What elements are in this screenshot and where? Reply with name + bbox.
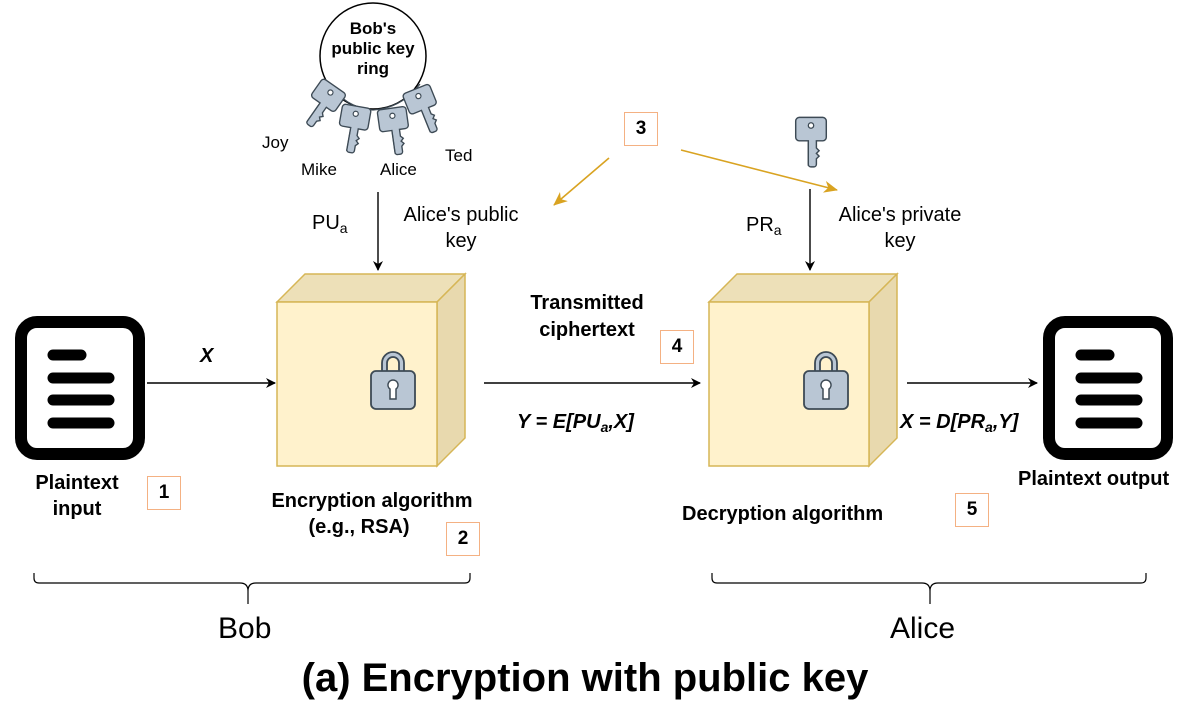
public-key-symbol-text: PU: [312, 212, 340, 234]
decryption-formula-post: ,Y]: [992, 411, 1019, 433]
key-label-joy: Joy: [262, 133, 289, 152]
encryption-algorithm-label: Encryption algorithm (e.g., RSA): [242, 488, 502, 540]
decryption-algorithm-label: Decryption algorithm: [682, 503, 884, 525]
bob-brace: [33, 573, 471, 604]
decryption-algorithm-box: [707, 272, 899, 468]
input-arrow-label: X: [200, 345, 214, 367]
private-key-icon: [794, 116, 828, 168]
annotation-arrow-private: [680, 149, 838, 193]
private-key-subscript: a: [773, 222, 782, 239]
encryption-algorithm-box: [275, 272, 467, 468]
step-badge-3: 3: [624, 112, 658, 146]
public-key-label-line1: Alice's public: [403, 204, 519, 226]
private-key-label: Alice's private key: [822, 202, 978, 254]
key-ring: [295, 2, 448, 158]
key-ring-label: Bob's public key ring: [323, 19, 423, 79]
plaintext-input-document-icon: [21, 322, 139, 454]
transmitted-ciphertext-label: Transmitted ciphertext: [512, 290, 662, 344]
encryption-formula: Y = E[PUa,X]: [517, 411, 634, 435]
decryption-formula: X = D[PRa,Y]: [900, 411, 1018, 435]
key-label-mike: Mike: [301, 160, 337, 179]
encryption-label-line2: (e.g., RSA): [308, 516, 410, 538]
public-key-subscript: a: [339, 220, 348, 237]
private-key-label-line2: key: [884, 230, 916, 252]
key-label-alice: Alice: [380, 160, 417, 179]
key-icon-mike: [334, 103, 372, 156]
encryption-formula-sub: a: [600, 419, 609, 436]
plaintext-input-label-line2: input: [52, 498, 102, 520]
plaintext-input-label-line1: Plaintext: [35, 472, 119, 494]
step-badge-4: 4: [660, 330, 694, 364]
plaintext-input-label: Plaintext input: [22, 470, 132, 522]
public-key-label-line2: key: [445, 230, 477, 252]
step-badge-1: 1: [147, 476, 181, 510]
encryption-formula-post: ,X]: [608, 411, 634, 433]
step-badge-5: 5: [955, 493, 989, 527]
decryption-formula-sub: a: [985, 419, 993, 436]
alice-brace: [711, 573, 1147, 604]
private-key-label-line1: Alice's private: [838, 204, 962, 226]
key-ring-label-line3: ring: [356, 59, 390, 78]
party-label-bob: Bob: [218, 612, 272, 645]
private-key-symbol-text: PR: [746, 214, 774, 236]
step-badge-2: 2: [446, 522, 480, 556]
key-label-ted: Ted: [445, 146, 473, 165]
transmitted-label-line1: Transmitted: [530, 292, 644, 314]
decryption-formula-pre: X = D[PR: [900, 411, 986, 433]
key-ring-label-line1: Bob's: [349, 19, 397, 38]
encryption-label-line1: Encryption algorithm: [271, 490, 473, 512]
public-key-label: Alice's public key: [388, 202, 534, 254]
plaintext-output-document-icon: [1049, 322, 1167, 454]
plaintext-output-label: Plaintext output: [1018, 468, 1170, 490]
annotation-arrow-public: [553, 157, 610, 206]
figure-title: (a) Encryption with public key: [301, 656, 869, 700]
private-key-symbol: PRa: [746, 214, 782, 238]
encryption-formula-pre: Y = E[PU: [517, 411, 601, 433]
key-icon-alice: [376, 105, 413, 158]
key-ring-label-line2: public key: [331, 39, 415, 58]
key-icon-ted: [401, 82, 448, 139]
party-label-alice: Alice: [890, 612, 956, 645]
transmitted-label-line2: ciphertext: [539, 319, 635, 341]
public-key-symbol: PUa: [312, 212, 348, 236]
